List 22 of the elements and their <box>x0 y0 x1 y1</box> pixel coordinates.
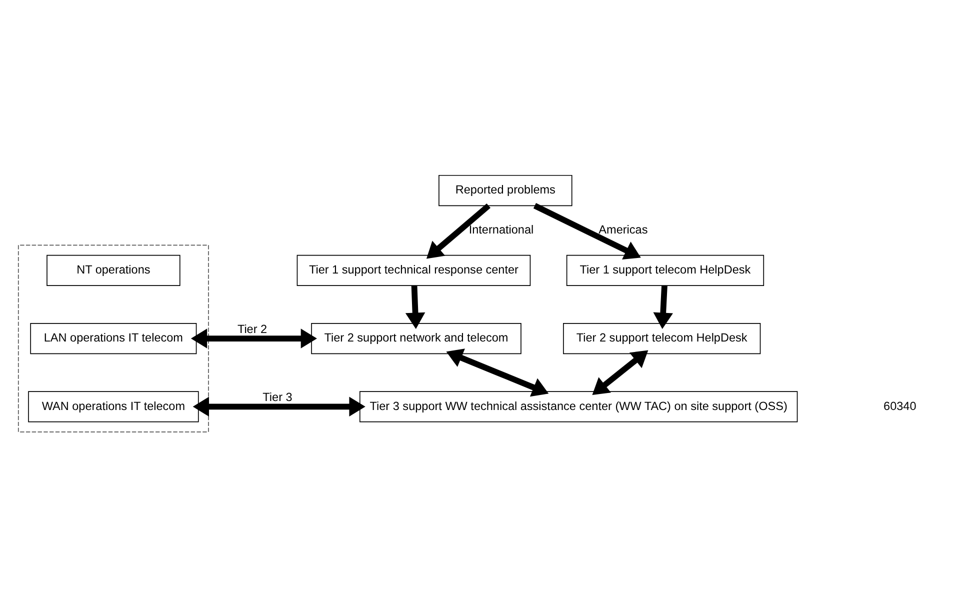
node-box: Tier 3 support WW technical assistance center (WW TAC) on site support (OSS) <box>359 390 798 422</box>
edge-label: Tier 3 <box>262 390 292 404</box>
node-box: Tier 2 support telecom HelpDesk <box>563 322 761 354</box>
arrow <box>426 202 490 258</box>
arrow <box>592 350 648 394</box>
node-box: Tier 2 support network and telecom <box>311 322 522 354</box>
arrow <box>653 285 673 328</box>
node-box: Tier 1 support technical response center <box>296 254 531 286</box>
edge-label: Americas <box>598 223 648 236</box>
edge-label: Tier 2 <box>237 322 268 336</box>
label: 60340 <box>884 399 916 412</box>
arrow <box>190 328 317 348</box>
node-box: NT operations <box>46 254 180 286</box>
edge-label: International <box>468 223 534 236</box>
arrow <box>446 348 549 396</box>
node-box: LAN operations IT telecom <box>30 322 197 354</box>
arrow <box>192 396 366 416</box>
arrow <box>533 202 641 259</box>
node-box: WAN operations IT telecom <box>28 390 199 422</box>
node-box: Tier 1 support telecom HelpDesk <box>566 254 764 286</box>
node-box: Reported problems <box>438 174 572 206</box>
arrow <box>405 285 426 328</box>
